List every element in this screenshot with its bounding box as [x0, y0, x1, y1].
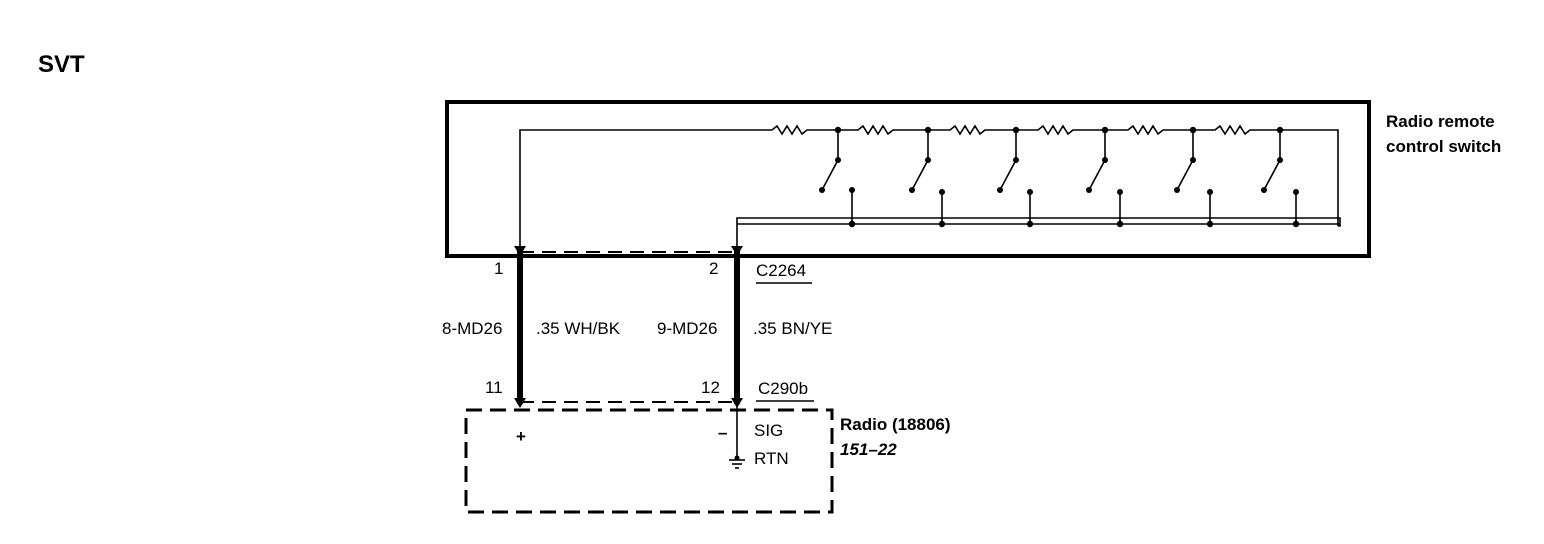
resistor-ladder [519, 124, 1341, 250]
radio-page-ref-label: 151–22 [840, 440, 897, 459]
switch-label-line2: control switch [1386, 137, 1501, 156]
resistor-icon [1016, 124, 1105, 136]
radio-housing [464, 408, 834, 514]
resistor-icon [771, 124, 838, 136]
wire-color-wh-bk-label: .35 WH/BK [536, 319, 621, 338]
radio-minus-label: – [718, 423, 727, 442]
wire-color-bn-ye-label: .35 BN/YE [753, 319, 832, 338]
resistor-icon [928, 124, 1016, 136]
resistor-icon [1193, 124, 1280, 136]
connector-c2264-label: C2264 [756, 261, 806, 280]
radio-plus-label: + [516, 427, 526, 446]
ground-icon [729, 404, 745, 469]
connector-c290b-label: C290b [758, 379, 808, 398]
radio-node [734, 455, 740, 461]
radio-rtn-label: RTN [754, 449, 789, 468]
pin-marks [514, 246, 743, 408]
radio-sig-label: SIG [754, 421, 783, 440]
switch-housing [445, 100, 1371, 258]
pin-1-label: 1 [494, 259, 503, 278]
pin-11-label: 11 [485, 378, 503, 397]
pin-12-label: 12 [701, 378, 720, 397]
diagram-title: SVT [38, 51, 85, 78]
connector-outline [520, 251, 737, 403]
radio-name-label: Radio (18806) [840, 415, 951, 434]
resistor-icon [1105, 124, 1193, 136]
circuit-9-md26-label: 9-MD26 [657, 319, 717, 338]
switch-label-line1: Radio remote [1386, 112, 1495, 131]
ladder-nodes [819, 126, 1300, 228]
circuit-8-md26-label: 8-MD26 [442, 319, 502, 338]
resistor-icon [838, 124, 928, 136]
pin-2-label: 2 [709, 259, 718, 278]
